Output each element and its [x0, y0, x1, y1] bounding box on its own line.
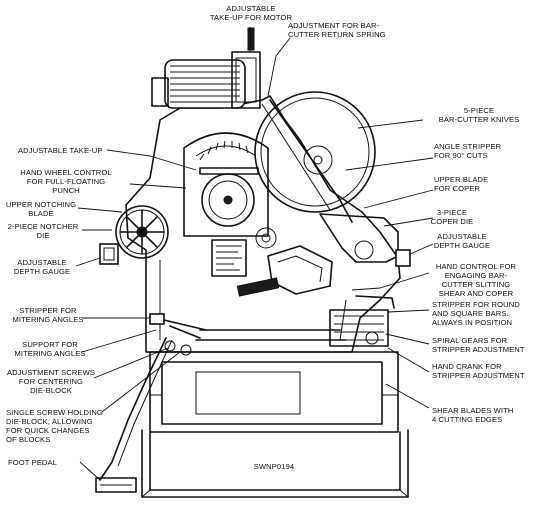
- motor: [151, 27, 261, 109]
- label-depth-gauge-left: ADJUSTABLE DEPTH GAUGE: [13, 258, 71, 276]
- left-lower-parts: [95, 313, 207, 493]
- right-cutting-section: [236, 213, 411, 347]
- leader-lines: [75, 27, 434, 481]
- label-foot-pedal: FOOT PEDAL: [8, 458, 57, 467]
- label-upper-blade-coper: UPPER BLADE FOR COPER: [434, 175, 489, 193]
- label-depth-gauge-right: ADJUSTABLE DEPTH GAUGE: [433, 232, 491, 250]
- label-takeup-motor: ADJUSTABLE TAKE-UP FOR MOTOR: [209, 4, 293, 22]
- label-five-piece-knives: 5-PIECE BAR-CUTTER KNIVES: [438, 106, 520, 124]
- label-upper-notching-blade: UPPER NOTCHING BLADE: [5, 200, 77, 218]
- label-hand-control: HAND CONTROL FOR ENGAGING BAR- CUTTER SL…: [435, 262, 517, 298]
- flywheel: [254, 91, 376, 213]
- label-bar-cutter-return-spring: ADJUSTMENT FOR BAR- CUTTER RETURN SPRING: [288, 21, 386, 39]
- figure-code: SWNP0194: [253, 462, 295, 471]
- label-two-piece-notcher: 2-PIECE NOTCHER DIE: [7, 222, 79, 240]
- label-spiral-gears: SPIRAL GEARS FOR STRIPPER ADJUSTMENT: [432, 336, 525, 354]
- machine-base: [141, 351, 409, 498]
- label-support-mitering: SUPPORT FOR MITERING ANGLES: [14, 340, 86, 358]
- label-hand-wheel-control: HAND WHEEL CONTROL FOR FULL-FLOATING PUN…: [20, 168, 112, 195]
- label-adjustment-screws: ADJUSTMENT SCREWS FOR CENTERING DIE-BLOC…: [6, 368, 96, 395]
- label-stripper-mitering: STRIPPER FOR MITERING ANGLES: [12, 306, 84, 324]
- hand-wheel: [99, 205, 169, 265]
- label-angle-stripper: ANGLE STRIPPER FOR 90° CUTS: [434, 142, 502, 160]
- nameplate: [211, 239, 247, 277]
- label-stripper-round-square: STRIPPER FOR ROUND AND SQUARE BARS. ALWA…: [432, 300, 520, 327]
- label-shear-blades: SHEAR BLADES WITH 4 CUTTING EDGES: [432, 406, 514, 424]
- label-adjustable-takeup: ADJUSTABLE TAKE-UP: [18, 146, 103, 155]
- label-three-piece-coper: 3-PIECE COPER DIE: [430, 208, 474, 226]
- gear-housing: [183, 132, 277, 249]
- label-single-screw: SINGLE SCREW HOLDING DIE-BLOCK, ALLOWING…: [6, 408, 103, 444]
- label-hand-crank: HAND CRANK FOR STRIPPER ADJUSTMENT: [432, 362, 525, 380]
